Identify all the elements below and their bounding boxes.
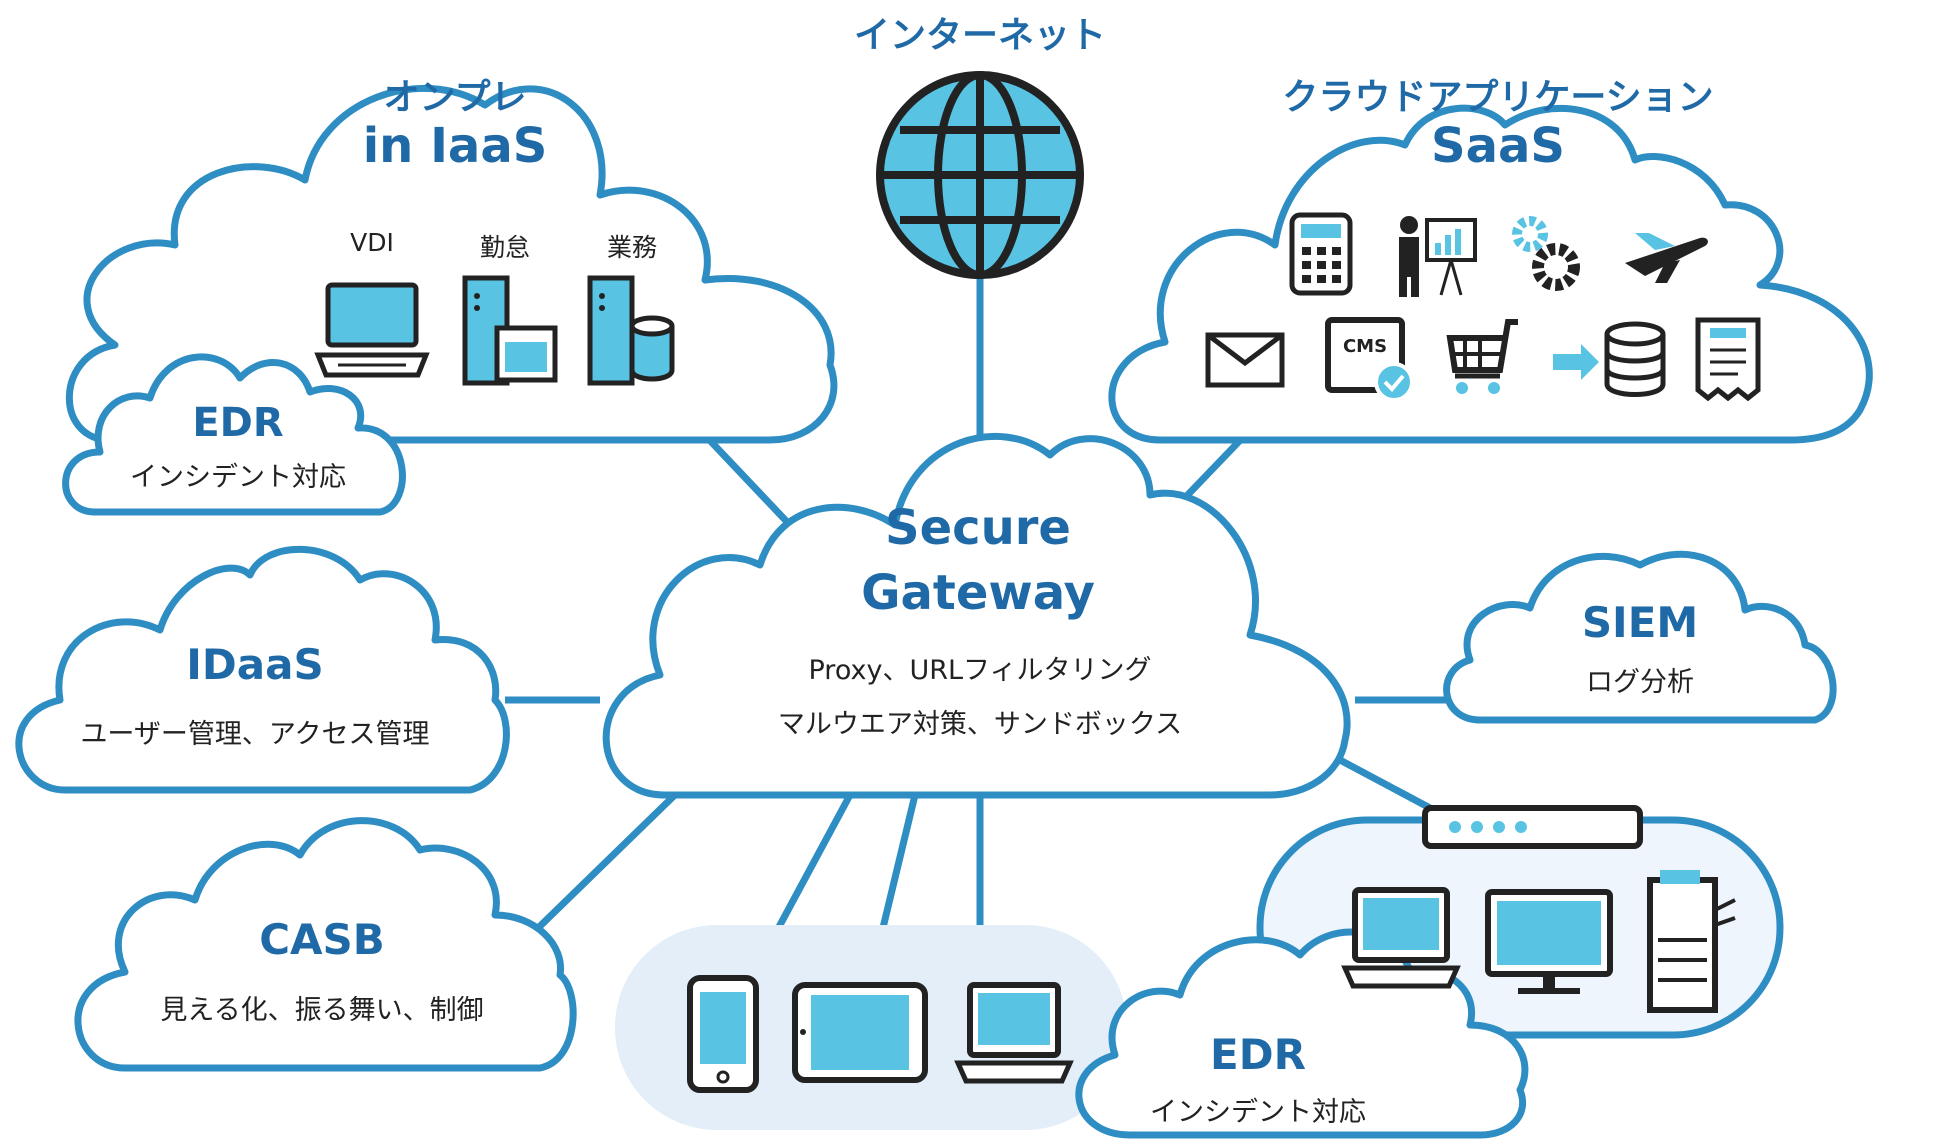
tablet-icon bbox=[792, 982, 928, 1083]
switch-icon bbox=[1422, 805, 1643, 849]
airplane-icon bbox=[1625, 233, 1708, 283]
database-import-icon bbox=[1553, 321, 1666, 397]
siem-title: SIEM bbox=[1581, 598, 1699, 647]
siem-cloud bbox=[1443, 550, 1837, 724]
cms-icon: CMS bbox=[1325, 317, 1414, 402]
globe-icon bbox=[876, 71, 1084, 279]
onprem-item-business: 業務 bbox=[606, 233, 658, 262]
casb-subtitle: 見える化、振る舞い、制御 bbox=[160, 995, 484, 1026]
siem-subtitle: ログ分析 bbox=[1586, 667, 1694, 698]
gateway-cloud bbox=[602, 432, 1351, 799]
cart-icon bbox=[1446, 319, 1518, 394]
onprem-item-attendance: 勤怠 bbox=[479, 233, 531, 262]
saas-title: クラウドアプリケーション bbox=[1282, 77, 1714, 118]
server-window-icon bbox=[462, 275, 558, 386]
laptop-icon bbox=[314, 282, 430, 378]
monitor-icon bbox=[1485, 889, 1613, 994]
idaas-subtitle: ユーザー管理、アクセス管理 bbox=[80, 719, 430, 750]
edr-right-subtitle: インシデント対応 bbox=[1150, 1097, 1366, 1128]
casb-cloud bbox=[74, 817, 577, 1072]
gateway-title-1: Secure bbox=[885, 500, 1071, 556]
gears-icon bbox=[1512, 216, 1580, 291]
smartphone-icon bbox=[687, 975, 759, 1093]
gateway-title-2: Gateway bbox=[861, 565, 1095, 621]
calculator-icon bbox=[1289, 212, 1353, 296]
idaas-title: IDaaS bbox=[186, 640, 324, 689]
edr-left-subtitle: インシデント対応 bbox=[130, 462, 346, 493]
idaas-cloud bbox=[15, 545, 510, 794]
onprem-title: オンプレ bbox=[383, 77, 527, 118]
presentation-icon bbox=[1399, 216, 1477, 297]
svg-text:CMS: CMS bbox=[1343, 336, 1387, 357]
connector-lines bbox=[497, 270, 1448, 992]
saas-subtitle: SaaS bbox=[1431, 118, 1565, 174]
internet-title: インターネット bbox=[853, 15, 1107, 56]
gateway-line-1: Proxy、URLフィルタリング bbox=[808, 655, 1152, 686]
receipt-icon bbox=[1695, 317, 1761, 402]
printer-icon bbox=[1647, 870, 1736, 1013]
casb-title: CASB bbox=[259, 915, 385, 964]
mail-icon bbox=[1205, 332, 1285, 388]
line-lan bbox=[1338, 756, 1432, 812]
line-onprem bbox=[697, 427, 793, 528]
onprem-item-vdi: VDI bbox=[350, 228, 394, 257]
edr-right-title: EDR bbox=[1210, 1030, 1306, 1079]
onprem-subtitle: in IaaS bbox=[362, 118, 548, 174]
gateway-line-2: マルウエア対策、サンドボックス bbox=[777, 709, 1183, 740]
server-database-icon bbox=[587, 275, 675, 386]
edr-left-title: EDR bbox=[192, 400, 284, 446]
edr-left-cloud bbox=[62, 353, 406, 516]
saas-cloud bbox=[1108, 104, 1873, 444]
laptop-icon bbox=[1341, 887, 1461, 989]
laptop-icon bbox=[954, 982, 1074, 1084]
